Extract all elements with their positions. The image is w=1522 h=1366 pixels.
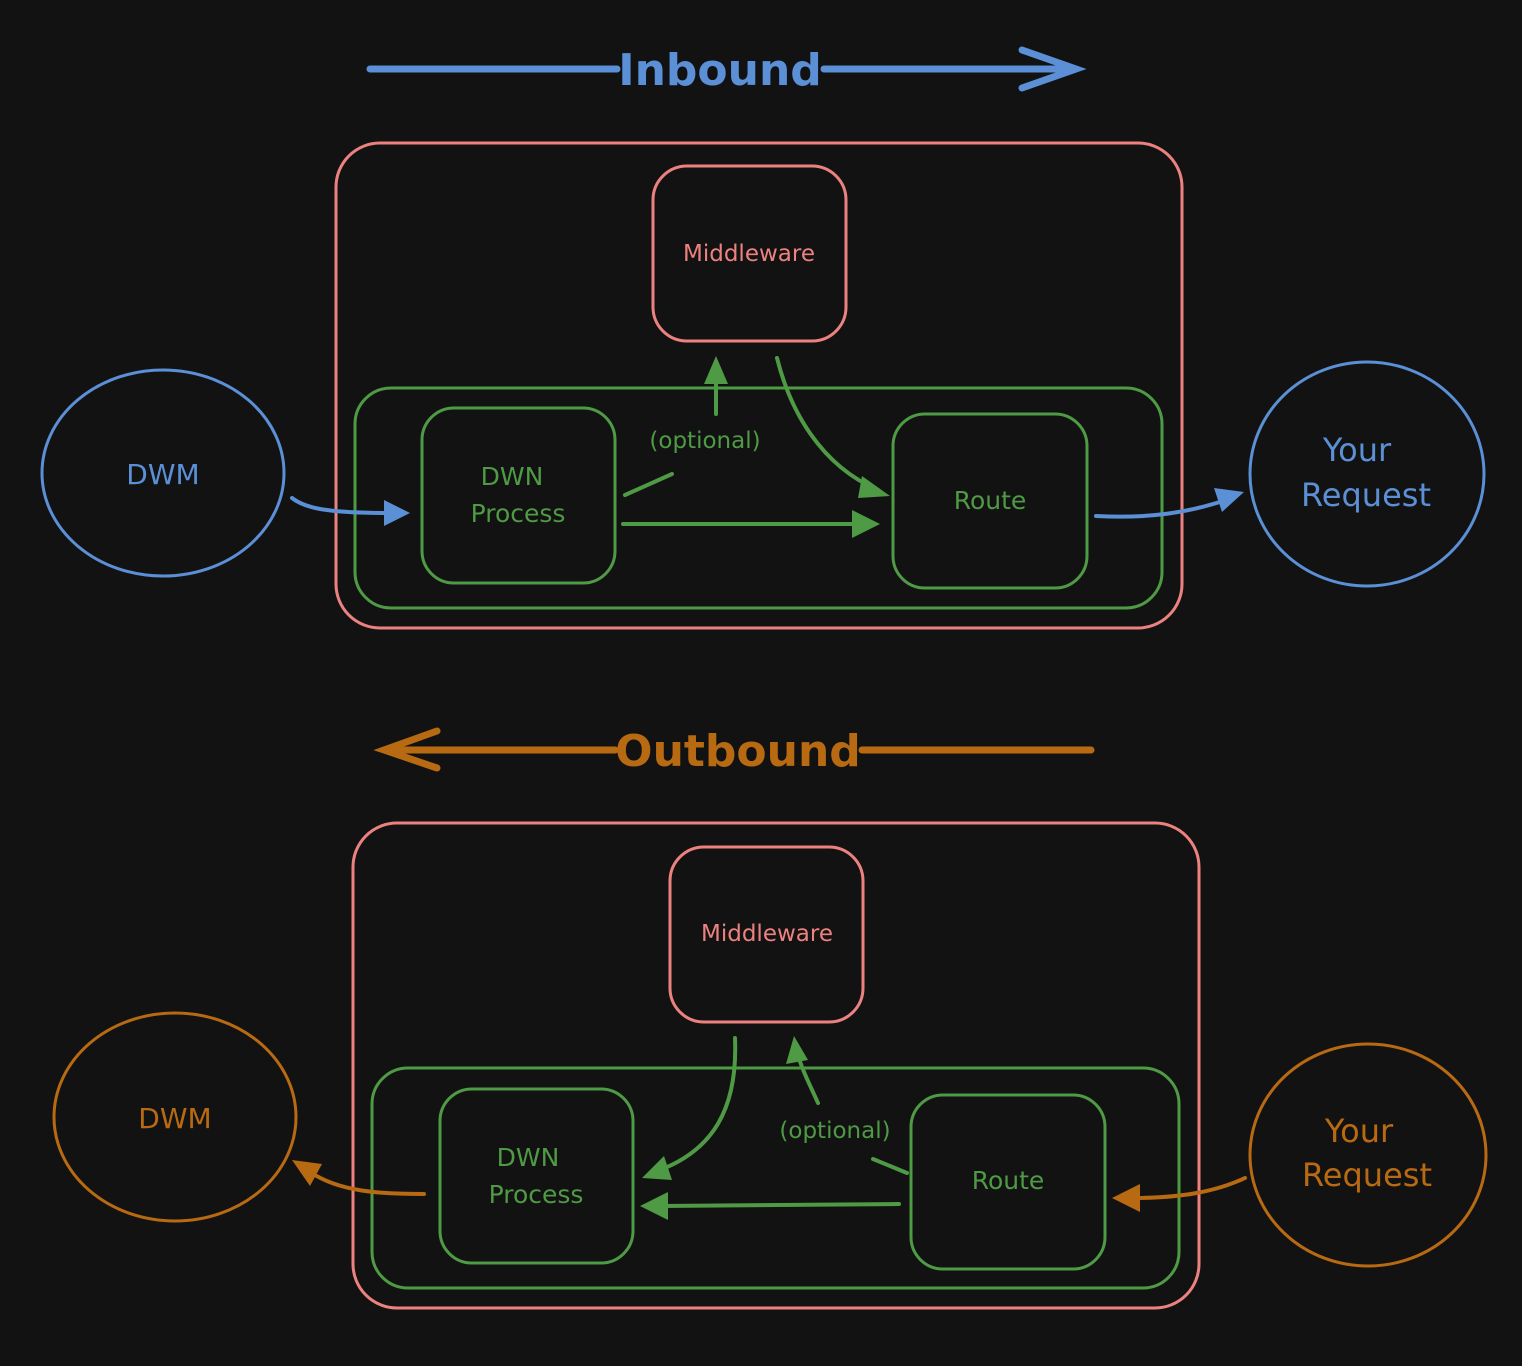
inbound-route-box <box>891 412 1089 590</box>
outbound-direction-arrow <box>373 727 1095 772</box>
outbound-dwm-node <box>52 1011 298 1223</box>
outbound-outer-container <box>351 821 1201 1310</box>
inbound-route-to-request-arrow <box>1094 488 1244 519</box>
inbound-middleware-label: Middleware <box>683 241 815 267</box>
outbound-process-label: Process <box>489 1180 584 1209</box>
outbound-optional-label: (optional) <box>779 1118 890 1144</box>
outbound-dwn-process-box <box>438 1087 635 1265</box>
outbound-request-label: Request <box>1302 1156 1432 1194</box>
inbound-middleware-to-route-arrow <box>775 356 890 498</box>
inbound-process-label: Process <box>471 499 566 528</box>
outbound-your-label: Your <box>1324 1112 1394 1150</box>
outbound-request-node <box>1248 1042 1488 1268</box>
inbound-direction-arrow <box>366 46 1087 92</box>
outbound-middleware-box <box>668 845 865 1024</box>
outbound-section: Outbound Middleware DWN Process Route (o… <box>52 726 1488 1310</box>
inbound-your-label: Your <box>1322 431 1392 469</box>
inbound-dwm-label: DWM <box>126 458 199 491</box>
outbound-dwm-label: DWM <box>138 1102 211 1135</box>
outbound-process-to-dwm-arrow <box>292 1160 426 1196</box>
inbound-dwm-node <box>40 368 286 578</box>
inbound-title: Inbound <box>618 45 822 96</box>
inbound-process-container <box>353 386 1164 610</box>
inbound-route-label: Route <box>954 486 1027 515</box>
inbound-request-label: Request <box>1301 476 1431 514</box>
inbound-dwm-to-process-arrow <box>290 496 410 526</box>
inbound-process-to-route-arrow <box>621 510 880 538</box>
outbound-request-to-route-arrow <box>1112 1176 1247 1212</box>
inbound-middleware-box <box>651 164 848 343</box>
inbound-section: Inbound Middleware DWN Process Route (op… <box>40 45 1486 630</box>
inbound-request-node <box>1248 360 1486 588</box>
inbound-optional-arrow <box>623 356 728 497</box>
outbound-dwn-label: DWN <box>497 1143 560 1172</box>
outbound-optional-arrow <box>786 1036 909 1175</box>
inbound-outer-container <box>334 141 1184 630</box>
outbound-route-label: Route <box>972 1166 1045 1195</box>
outbound-middleware-label: Middleware <box>701 921 833 947</box>
outbound-process-container <box>370 1066 1181 1290</box>
outbound-title: Outbound <box>615 726 861 777</box>
inbound-dwn-label: DWN <box>481 462 544 491</box>
outbound-middleware-to-process-arrow <box>642 1036 738 1180</box>
inbound-dwn-process-box <box>420 406 617 585</box>
inbound-optional-label: (optional) <box>649 428 760 454</box>
outbound-route-to-process-arrow <box>640 1192 901 1220</box>
outbound-route-box <box>909 1093 1107 1271</box>
